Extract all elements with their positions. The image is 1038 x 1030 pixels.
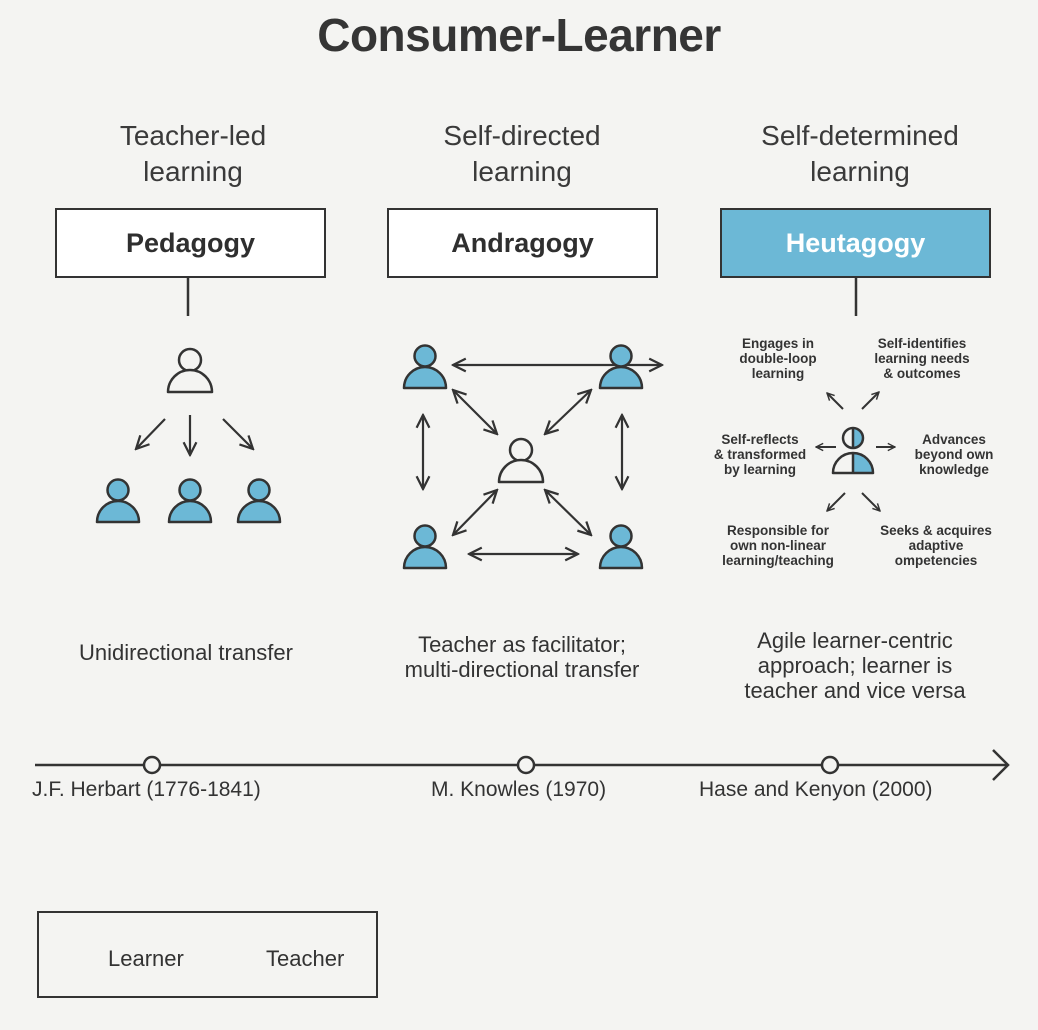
pedagogy-diagram	[95, 347, 282, 524]
heading-self-directed: Self-directed learning	[362, 118, 682, 190]
trait-line: learning	[751, 366, 805, 381]
learner-icon	[598, 344, 644, 390]
arrow-icon	[136, 418, 166, 449]
arrow-icon	[545, 490, 591, 535]
trait-line: own non-linear	[730, 538, 826, 553]
arrow-icon	[861, 492, 880, 511]
trait-line: knowledge	[919, 462, 989, 477]
teacher-icon	[497, 437, 545, 484]
legend	[37, 911, 378, 998]
trait-seeks: Seeks & acquires adaptive ompetencies	[868, 523, 1004, 568]
trait-line: adaptive	[908, 538, 964, 553]
trait-line: learning needs	[874, 351, 970, 366]
learner-icon	[402, 524, 448, 570]
trait-line: & outcomes	[883, 366, 961, 381]
heading-self-determined: Self-determined learning	[700, 118, 1020, 190]
learner-icon	[236, 478, 282, 524]
diagram-title: Consumer-Learner	[317, 9, 721, 61]
trait-double-loop: Engages in double-loop learning	[718, 336, 838, 381]
trait-line: beyond own	[914, 447, 994, 462]
trait-self-identifies: Self-identifies learning needs & outcome…	[862, 336, 982, 381]
description-line: teacher and vice versa	[744, 678, 966, 703]
description-line: approach; learner is	[757, 653, 953, 678]
arrow-icon	[861, 392, 879, 410]
trait-line: learning/teaching	[722, 553, 834, 568]
description-line: Teacher as facilitator;	[418, 632, 626, 657]
arrow-icon	[453, 490, 497, 535]
description-andragogy: Teacher as facilitator; multi-directiona…	[362, 632, 682, 682]
arrow-icon	[827, 393, 844, 410]
heutagogy-diagram	[816, 392, 895, 511]
heading-line: Self-directed	[443, 120, 601, 151]
heading-line: Self-determined	[761, 120, 959, 151]
arrow-icon	[453, 390, 497, 434]
learner-icon	[95, 478, 141, 524]
legend-teacher-label: Teacher	[266, 946, 345, 971]
learner-icon	[402, 344, 448, 390]
heading-teacher-led: Teacher-led learning	[33, 118, 353, 190]
timeline-label-hase-kenyon: Hase and Kenyon (2000)	[699, 778, 933, 801]
description-line: multi-directional transfer	[404, 657, 640, 682]
trait-line: Engages in	[741, 336, 814, 351]
hybrid-learner-teacher-icon	[831, 426, 875, 475]
timeline-label-herbart: J.F. Herbart (1776-1841)	[32, 778, 261, 801]
heading-line: learning	[472, 156, 572, 187]
learner-icon	[598, 524, 644, 570]
timeline	[35, 749, 1010, 781]
trait-line: & transformed	[713, 447, 807, 462]
box-pedagogy: Pedagogy	[55, 208, 326, 278]
trait-line: double-loop	[739, 351, 817, 366]
timeline-marker	[820, 755, 840, 775]
timeline-marker	[142, 755, 162, 775]
trait-line: by learning	[723, 462, 796, 477]
timeline-arrow-icon	[992, 749, 1010, 781]
trait-line: Self-identifies	[877, 336, 967, 351]
trait-line: ompetencies	[894, 553, 978, 568]
andragogy-diagram	[402, 344, 662, 570]
description-pedagogy: Unidirectional transfer	[36, 640, 336, 665]
timeline-marker	[516, 755, 536, 775]
teacher-icon	[166, 347, 214, 394]
trait-responsible: Responsible for own non-linear learning/…	[708, 523, 848, 568]
legend-learner-label: Learner	[108, 946, 184, 971]
learner-icon	[167, 478, 213, 524]
trait-line: Seeks & acquires	[880, 523, 992, 538]
timeline-label-knowles: M. Knowles (1970)	[431, 778, 607, 801]
box-heutagogy: Heutagogy	[720, 208, 991, 278]
trait-line: Responsible for	[726, 523, 829, 538]
arrow-icon	[545, 390, 591, 434]
description-heutagogy: Agile learner-centric approach; learner …	[700, 628, 1010, 703]
heading-line: learning	[810, 156, 910, 187]
trait-line: Advances	[922, 432, 986, 447]
arrow-icon	[222, 418, 253, 449]
trait-line: Self-reflects	[721, 432, 799, 447]
description-line: Unidirectional transfer	[79, 640, 293, 665]
heading-line: learning	[143, 156, 243, 187]
trait-self-reflects: Self-reflects & transformed by learning	[700, 432, 820, 477]
description-line: Agile learner-centric	[757, 628, 953, 653]
box-andragogy: Andragogy	[387, 208, 658, 278]
heading-line: Teacher-led	[119, 120, 267, 151]
trait-advances: Advances beyond own knowledge	[904, 432, 1004, 477]
arrow-icon	[827, 492, 846, 511]
